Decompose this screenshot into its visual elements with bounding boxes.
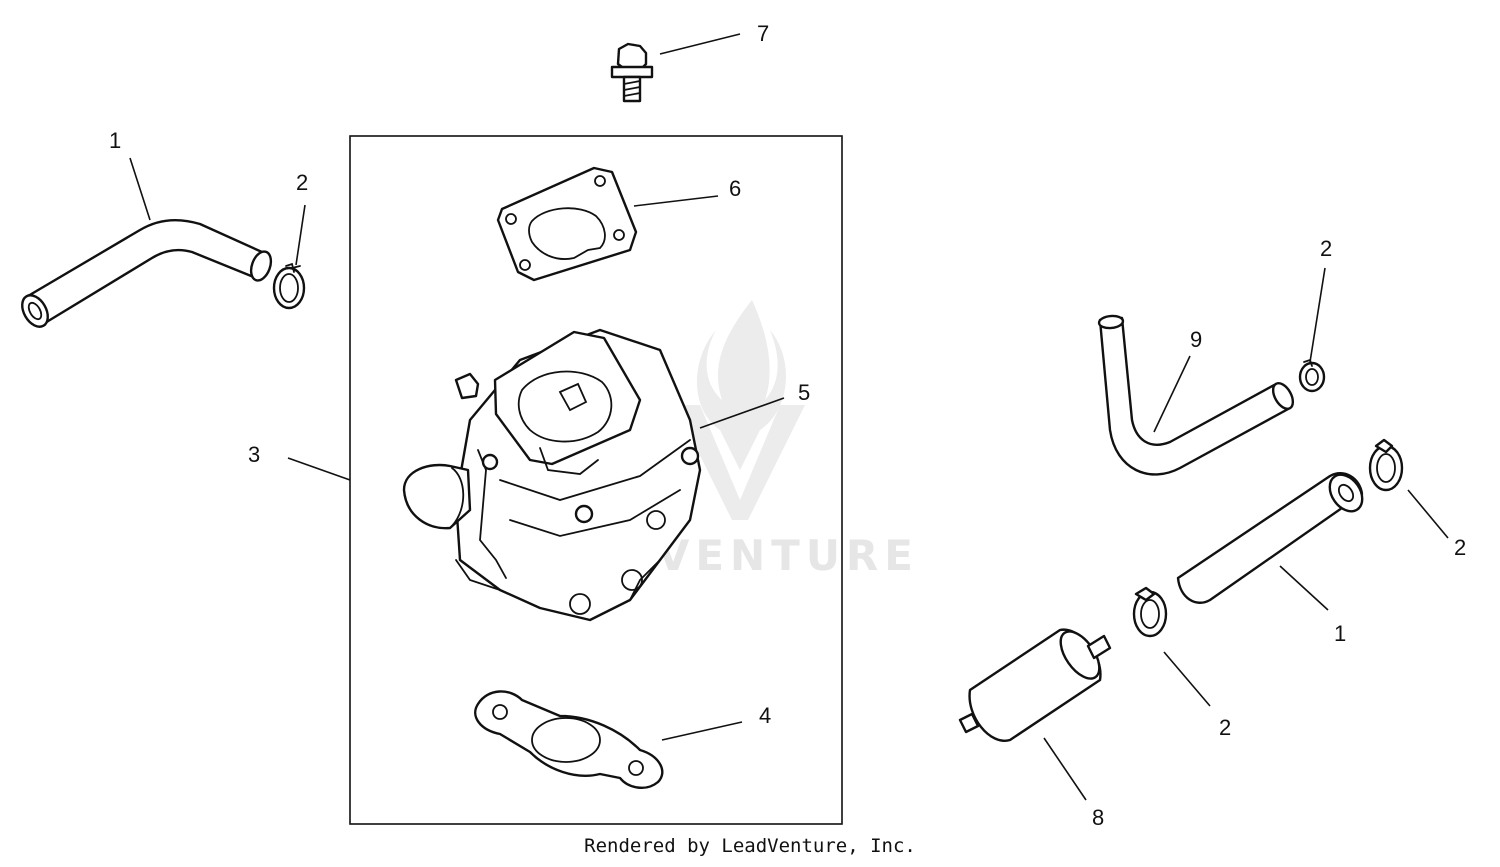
hose-clamp-part-right-middle bbox=[1368, 438, 1404, 492]
callout-1-left: 1 bbox=[109, 128, 121, 153]
fuel-filter-part bbox=[958, 628, 1112, 742]
render-credit: Rendered by LeadVenture, Inc. bbox=[584, 835, 916, 857]
fuel-hose-part-right bbox=[1176, 471, 1364, 604]
bottom-gasket-part bbox=[474, 690, 664, 789]
callout-labels: 1 2 3 4 5 6 7 2 9 2 1 2 8 bbox=[109, 21, 1466, 830]
callout-9: 9 bbox=[1190, 327, 1202, 352]
callout-2-right-lower: 2 bbox=[1219, 715, 1231, 740]
callout-8: 8 bbox=[1092, 805, 1104, 830]
callout-3: 3 bbox=[248, 442, 260, 467]
watermark-flame-icon bbox=[696, 300, 787, 470]
callout-7: 7 bbox=[757, 21, 769, 46]
callout-5: 5 bbox=[798, 380, 810, 405]
hose-clamp-part-right-lower bbox=[1132, 586, 1168, 638]
hose-clamp-part-left bbox=[272, 262, 306, 310]
hose-clamp-part-right-top bbox=[1298, 358, 1326, 393]
carburetor-part bbox=[402, 328, 702, 622]
bolt-part bbox=[610, 42, 654, 103]
callout-4: 4 bbox=[759, 703, 771, 728]
watermark-v-icon bbox=[675, 405, 805, 520]
elbow-hose-part bbox=[1097, 314, 1295, 476]
callout-2-right-top: 2 bbox=[1320, 236, 1332, 261]
fuel-hose-part-left bbox=[21, 218, 273, 328]
callout-2-left: 2 bbox=[296, 170, 308, 195]
top-gasket-part bbox=[496, 166, 638, 282]
callout-6: 6 bbox=[729, 176, 741, 201]
leader-lines bbox=[129, 33, 1449, 801]
callout-2-right-middle: 2 bbox=[1454, 535, 1466, 560]
callout-1-right: 1 bbox=[1334, 621, 1346, 646]
